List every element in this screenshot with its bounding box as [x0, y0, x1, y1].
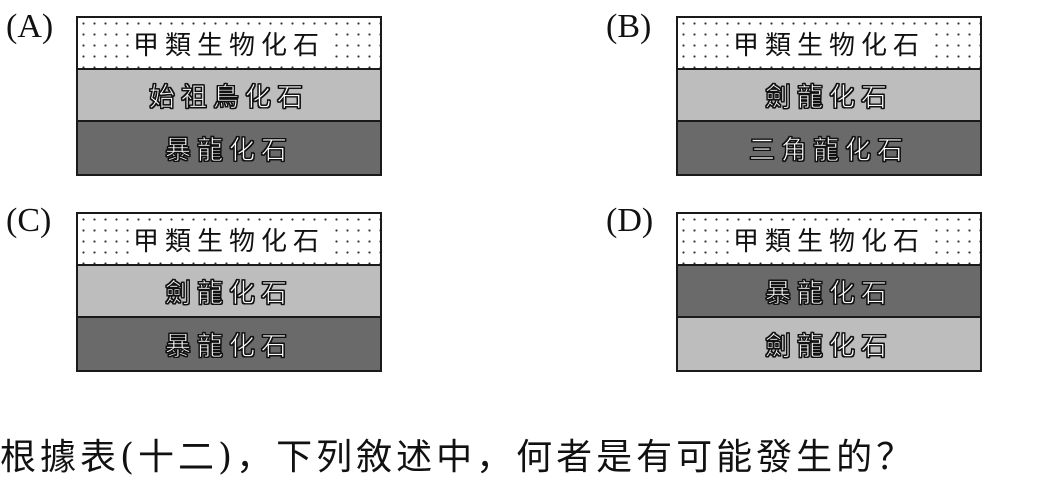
option-b-label: (B) — [606, 8, 652, 45]
layer-top: 甲類生物化石 — [78, 214, 380, 266]
layer-middle: 劍龍化石 — [678, 70, 980, 122]
layer-label: 暴龍化石 — [764, 278, 893, 309]
layer-middle: 始祖鳥化石 — [78, 70, 380, 122]
option-d-label: (D) — [606, 202, 654, 239]
option-a-label: (A) — [6, 8, 54, 45]
question-text: 根據表(十二)，下列敘述中，何者是有可能發生的？ — [0, 437, 917, 478]
strata-a: 甲類生物化石 始祖鳥化石 暴龍化石 — [76, 16, 382, 176]
layer-middle: 暴龍化石 — [678, 266, 980, 318]
layer-label: 劍龍化石 — [764, 82, 893, 113]
layer-label: 甲類生物化石 — [728, 24, 929, 62]
strata-c: 甲類生物化石 劍龍化石 暴龍化石 — [76, 212, 382, 372]
layer-bottom: 暴龍化石 — [78, 122, 380, 174]
layer-label: 甲類生物化石 — [128, 24, 329, 62]
layer-middle: 劍龍化石 — [78, 266, 380, 318]
strata-d: 甲類生物化石 暴龍化石 劍龍化石 — [676, 212, 982, 372]
layer-bottom: 劍龍化石 — [678, 318, 980, 370]
layer-label: 劍龍化石 — [164, 278, 293, 309]
strata-b: 甲類生物化石 劍龍化石 三角龍化石 — [676, 16, 982, 176]
layer-bottom: 三角龍化石 — [678, 122, 980, 174]
layer-top: 甲類生物化石 — [678, 18, 980, 70]
layer-label: 劍龍化石 — [764, 331, 893, 362]
layer-label: 暴龍化石 — [164, 135, 293, 166]
layer-label: 三角龍化石 — [748, 135, 909, 166]
layer-top: 甲類生物化石 — [678, 214, 980, 266]
layer-label: 甲類生物化石 — [728, 220, 929, 258]
layer-label: 暴龍化石 — [164, 331, 293, 362]
layer-label: 甲類生物化石 — [128, 220, 329, 258]
layer-top: 甲類生物化石 — [78, 18, 380, 70]
layer-label: 始祖鳥化石 — [148, 82, 309, 113]
layer-bottom: 暴龍化石 — [78, 318, 380, 370]
option-c-label: (C) — [6, 202, 52, 239]
